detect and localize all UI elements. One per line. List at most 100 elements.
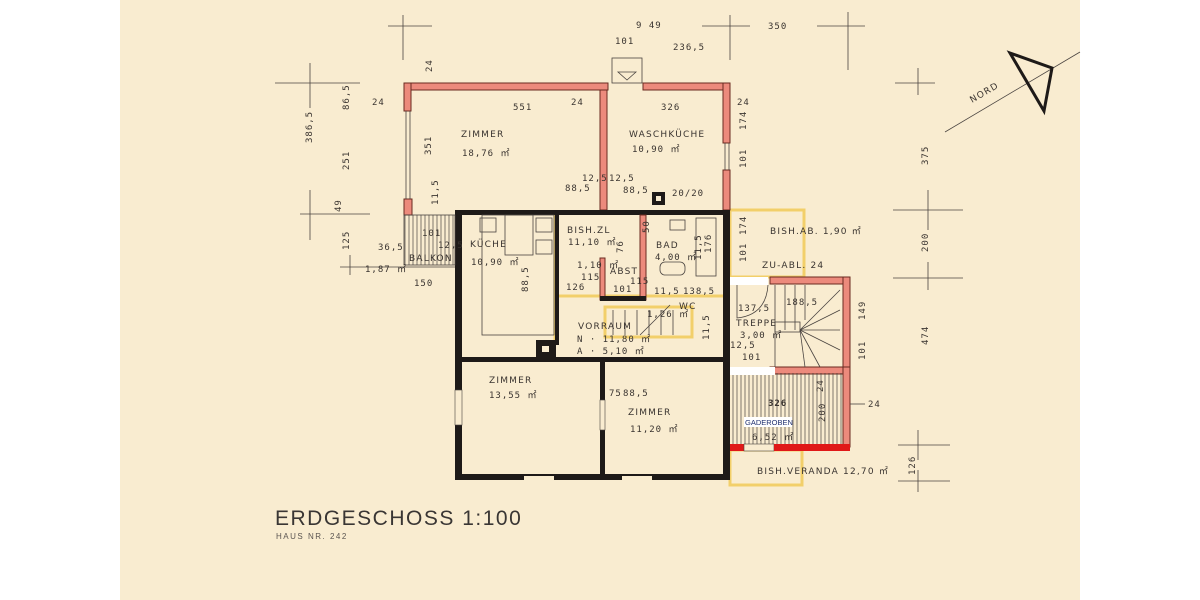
garderobe-label-bg	[744, 417, 792, 427]
dim-label: 88,5	[623, 186, 649, 196]
dim-label: 115	[630, 277, 649, 287]
dim-label: 11,5	[654, 287, 680, 297]
dim-label: 86,5	[342, 84, 352, 110]
dim-label: 386,5	[305, 111, 315, 143]
room-area-kueche: 10,90 ㎡	[471, 257, 520, 268]
dim-label: 150	[414, 279, 433, 289]
dim-label: 12,5	[582, 174, 608, 184]
dim-label: 200	[921, 233, 931, 252]
dim-label: 101	[615, 37, 634, 47]
dim-label: 36,5	[378, 243, 404, 253]
dim-label: 351	[424, 136, 434, 155]
dim-label: 11,5	[702, 314, 712, 340]
kitchen-fixtures	[479, 214, 717, 336]
dim-label: 24	[737, 98, 750, 108]
room-area-bad: 4,00 ㎡	[655, 252, 697, 263]
room-name-zimmer-left: ZIMMER	[489, 376, 533, 386]
dimension-labels: 9 49 101 236,5 350 24 24 551 24 326 24 3…	[305, 21, 931, 475]
dim-label: 49	[334, 199, 344, 212]
dim-label: 149	[858, 301, 868, 320]
room-name-zimmer-right: ZIMMER	[628, 408, 672, 418]
room-area-balkon: 1,87 ㎡	[365, 264, 407, 275]
room-area-vorraum-n: N · 11,80 ㎡	[577, 334, 651, 345]
room-area-bish-zl: 11,10 ㎡	[568, 237, 617, 248]
dim-label: 236,5	[673, 43, 705, 53]
room-area-zimmer-right: 11,20 ㎡	[630, 424, 679, 435]
room-name-zu-abl: ZU-ABL. 24	[762, 261, 824, 271]
dim-label: 251	[342, 151, 352, 170]
dim-label: 12,5	[438, 241, 464, 251]
balcony	[403, 214, 456, 266]
drawing-title: ERDGESCHOSS 1:100	[275, 507, 522, 530]
dim-label: 350	[768, 22, 787, 32]
dim-label: 88,5	[565, 184, 591, 194]
dim-label: 176	[704, 234, 714, 253]
room-area-gaderobe: 6,52 ㎡	[752, 432, 794, 443]
dim-label: 125	[342, 231, 352, 250]
room-area-treppe: 3,00 ㎡	[740, 330, 782, 341]
room-area-waschkueche: 10,90 ㎡	[632, 144, 681, 155]
dim-label: 115	[581, 273, 600, 283]
drawing-subtitle: HAUS NR. 242	[276, 532, 348, 541]
room-name-bad: BAD	[656, 241, 679, 251]
dim-label: 24	[425, 59, 435, 72]
dim-label: 101	[422, 229, 441, 239]
dimension-lines	[275, 12, 963, 492]
room-name-bish-ab: BISH.AB. 1,90 ㎡	[770, 226, 862, 237]
room-name-abst: ABST	[610, 267, 638, 277]
dim-label: 12,5	[609, 174, 635, 184]
dim-label: 126	[566, 283, 585, 293]
dim-label: 174	[739, 111, 749, 130]
dim-label: 188,5	[786, 298, 818, 308]
dim-label: 11,5	[694, 234, 704, 260]
dim-label: 101	[858, 341, 868, 360]
stair-extension	[612, 276, 851, 452]
room-name-treppe: TREPPE	[735, 319, 777, 329]
dim-label: 12,5	[730, 341, 756, 351]
room-name-gaderobe: GADEROBEN	[745, 418, 793, 427]
stair-area: 1,26 ㎡	[647, 309, 689, 320]
room-area-vorraum-a: A · 5,10 ㎡	[577, 346, 645, 357]
dim-label: 88,5	[521, 266, 531, 292]
dim-label: 101	[613, 285, 632, 295]
room-name-waschkueche: WASCHKÜCHE	[629, 129, 705, 140]
dim-label: 138,5	[683, 287, 715, 297]
dim-label: 20/20	[672, 189, 704, 199]
room-area-zimmer-left: 13,55 ㎡	[489, 390, 538, 401]
garderobe-width: 326	[768, 399, 787, 409]
dim-label: 174	[739, 216, 749, 235]
room-labels: ZIMMER 18,76 ㎡ WASCHKÜCHE 10,90 ㎡ KÜCHE …	[365, 129, 889, 477]
dim-label: 75	[609, 389, 622, 399]
dim-label: 551	[513, 103, 532, 113]
room-area-zimmer-top: 18,76 ㎡	[462, 148, 511, 159]
dim-label: 101	[742, 353, 761, 363]
dim-label: 375	[921, 146, 931, 165]
dim-label: 50	[642, 220, 652, 233]
room-name-veranda: BISH.VERANDA 12,70 ㎡	[757, 466, 889, 477]
dim-label: 24	[372, 98, 385, 108]
upper-extension-walls	[403, 57, 731, 216]
dim-label: 474	[921, 326, 931, 345]
dim-label: 24	[571, 98, 584, 108]
room-name-zimmer-top: ZIMMER	[461, 130, 505, 140]
dim-label: 326	[661, 103, 680, 113]
room-name-bish-zl: BISH.ZL	[567, 226, 611, 236]
dim-label: 101	[739, 243, 749, 262]
room-area-abst: 1,10 ㎡	[577, 260, 619, 271]
room-name-vorraum: VORRAUM	[578, 322, 632, 332]
room-name-balkon: BALKON	[409, 254, 453, 264]
room-name-wc: WC	[679, 302, 697, 312]
dim-label: 24	[868, 400, 881, 410]
existing-walls	[454, 210, 730, 480]
dim-label: 126	[908, 456, 918, 475]
dim-label: 24	[816, 379, 826, 392]
dim-label: 137,5	[738, 304, 770, 314]
dim-label: 88,5	[623, 389, 649, 399]
dim-label: 76	[616, 240, 626, 253]
room-name-kueche: KÜCHE	[470, 239, 507, 250]
dim-label: 101	[739, 149, 749, 168]
dim-label: 200	[818, 403, 828, 422]
dim-label: 9 49	[636, 21, 662, 31]
